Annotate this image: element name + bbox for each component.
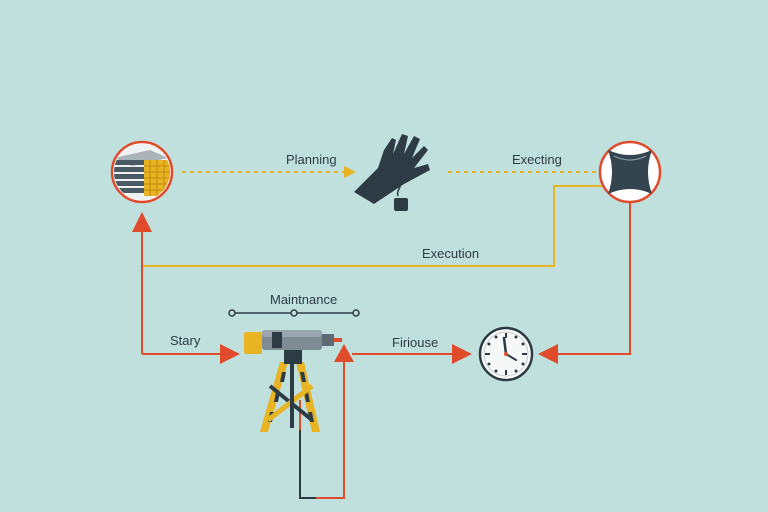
- firiouse-arrowhead: [452, 344, 472, 364]
- planning-arrowhead: [344, 166, 356, 178]
- label-firiouse: Firiouse: [392, 335, 439, 350]
- pillow-return-line: [556, 202, 631, 355]
- clock-icon: [478, 326, 534, 382]
- drill-on-tripod-icon: [244, 330, 342, 432]
- maintnance-loop-dark: [299, 430, 316, 499]
- execution-connector: [142, 185, 602, 267]
- maintnance-loop-arrowhead: [334, 344, 354, 362]
- pillow-return-arrowhead: [538, 344, 558, 364]
- label-execting: Execting: [512, 152, 562, 167]
- stary-up-arrowhead: [132, 212, 152, 232]
- label-execution: Execution: [422, 246, 480, 261]
- stary-arrowhead: [220, 344, 240, 364]
- label-planning: Planning: [286, 152, 337, 167]
- pillow-icon: [598, 140, 662, 204]
- hand-icon: [354, 134, 430, 211]
- stacked-materials-icon: [110, 140, 174, 204]
- label-maintnance: Maintnance: [270, 292, 338, 307]
- maintnance-bracket: [228, 309, 360, 317]
- label-stary: Stary: [170, 333, 201, 348]
